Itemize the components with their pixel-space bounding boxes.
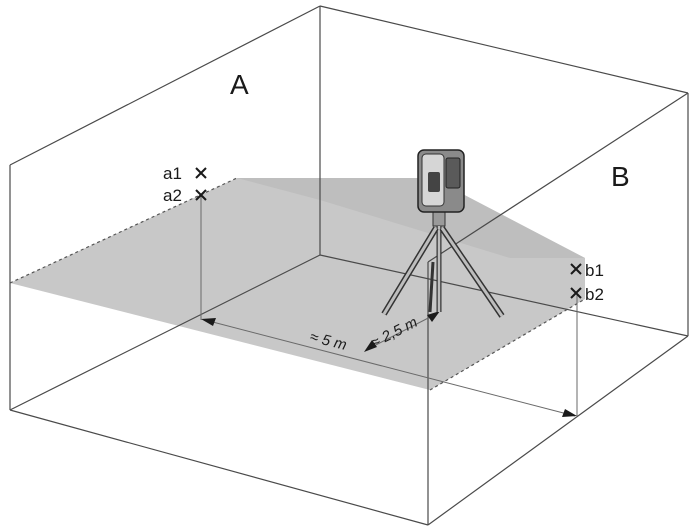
marker-a2-icon [195, 189, 207, 201]
laser-plane [10, 178, 585, 390]
tripod [381, 211, 505, 318]
room-outline [9, 5, 689, 526]
point-b2-label: b2 [585, 285, 604, 304]
dimension-arrow-2-5m [364, 311, 440, 352]
laser-plane-far-wall-band [237, 178, 585, 258]
dimension-arrow-5m [201, 318, 577, 417]
wall-b-label: B [611, 161, 630, 192]
marker-a1-icon [195, 167, 207, 179]
laser-level-device-icon [417, 149, 465, 213]
point-a2-label: a2 [163, 186, 182, 205]
wall-a-label: A [230, 69, 249, 100]
point-b1-label: b1 [585, 261, 604, 280]
point-a1-label: a1 [163, 164, 182, 183]
marker-b2-icon [570, 287, 582, 299]
marker-b1-icon [570, 263, 582, 275]
